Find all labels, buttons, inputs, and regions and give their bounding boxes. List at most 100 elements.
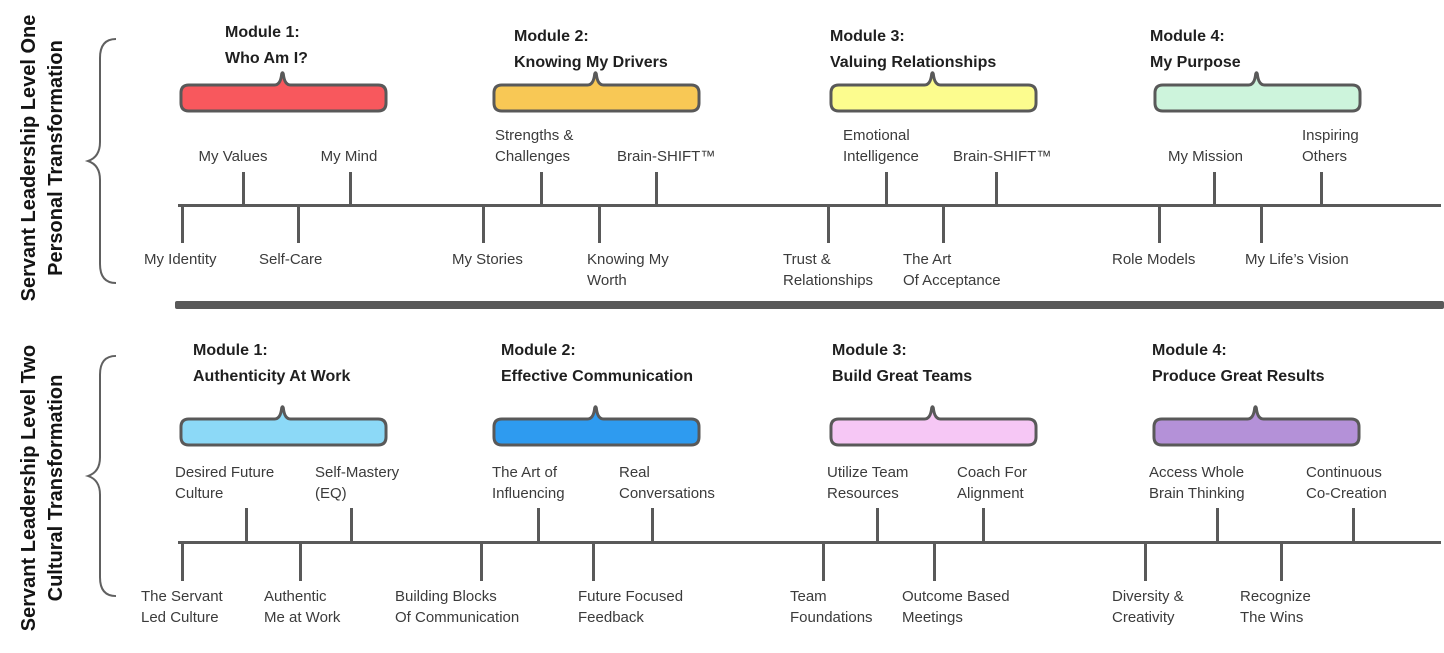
topic-label: The Art of Influencing — [492, 464, 565, 502]
tick-mark — [655, 172, 658, 205]
module-label: Module 4: — [1152, 342, 1227, 359]
module-bar-l1-m3 — [829, 71, 1038, 113]
tick-mark — [1352, 508, 1355, 542]
topic-label: Outcome Based Meetings — [902, 588, 1010, 626]
module-bar-shape — [179, 405, 388, 447]
tick-mark — [349, 172, 352, 205]
module-name: Build Great Teams — [832, 368, 973, 385]
tick-mark — [181, 544, 184, 581]
level-two-heading: Servant Leadership Level Two Cultural Tr… — [16, 328, 72, 648]
topic-label: Building Blocks Of Communication — [395, 588, 520, 626]
topic-label: My Stories — [452, 251, 523, 268]
tick-mark — [1144, 544, 1147, 581]
module-bar-l2-m4 — [1152, 405, 1361, 447]
module-bar-l1-m2 — [492, 71, 701, 113]
module-title-l1-m2: Module 2: Knowing My Drivers — [514, 24, 668, 76]
module-bar-shape — [179, 71, 388, 113]
topic-label: My Identity — [144, 251, 217, 268]
tick-mark — [876, 508, 879, 542]
module-bar-l2-m3 — [829, 405, 1038, 447]
tick-mark — [1158, 207, 1161, 243]
module-bar-l1-m4 — [1153, 71, 1362, 113]
tick-mark — [482, 207, 485, 243]
tick-mark — [299, 544, 302, 581]
module-name: Authenticity At Work — [193, 368, 351, 385]
topic-label: Desired Future Culture — [175, 464, 275, 502]
level-two-heading-line1: Servant Leadership Level Two — [18, 344, 40, 632]
level-two-heading-line2: Cultural Transformation — [45, 374, 67, 602]
module-name: Knowing My Drivers — [514, 54, 668, 71]
tick-mark — [933, 544, 936, 581]
module-name: Valuing Relationships — [830, 54, 997, 71]
tick-mark — [982, 508, 985, 542]
tick-mark — [1213, 172, 1216, 205]
timeline-line — [178, 541, 1441, 544]
module-title-l1-m1: Module 1: Who Am I? — [225, 20, 308, 72]
curly-brace-icon — [84, 38, 117, 284]
level-one-heading-line2: Personal Transformation — [45, 40, 67, 276]
module-bar-shape — [492, 405, 701, 447]
topic-label: Self-Mastery (EQ) — [315, 464, 400, 502]
topic-label: Trust & Relationships — [783, 251, 874, 289]
topic-label: Recognize The Wins — [1240, 588, 1311, 626]
module-label: Module 3: — [830, 28, 905, 45]
module-bar-l2-m2 — [492, 405, 701, 447]
tick-mark — [537, 508, 540, 542]
module-label: Module 1: — [225, 24, 300, 41]
module-title-l1-m4: Module 4: My Purpose — [1150, 24, 1241, 76]
tick-mark — [181, 207, 184, 243]
module-title-l2-m3: Module 3: Build Great Teams — [832, 338, 972, 390]
topic-label: Coach For Alignment — [957, 464, 1028, 502]
timeline-line — [178, 204, 1441, 207]
module-title-l2-m4: Module 4: Produce Great Results — [1152, 338, 1325, 390]
module-bar-shape — [829, 71, 1038, 113]
tick-mark — [995, 172, 998, 205]
module-name: My Purpose — [1150, 54, 1241, 71]
topic-label: My Values — [198, 148, 268, 165]
module-name: Effective Communication — [501, 368, 694, 385]
topic-label: My Mind — [320, 148, 378, 165]
module-bar-l2-m1 — [179, 405, 388, 447]
level-one-heading-line1: Servant Leadership Level One — [18, 14, 40, 302]
topic-label: My Life’s Vision — [1245, 251, 1349, 268]
module-label: Module 3: — [832, 342, 907, 359]
tick-mark — [480, 544, 483, 581]
tick-mark — [242, 172, 245, 205]
section-divider — [175, 301, 1444, 309]
module-bar-shape — [829, 405, 1038, 447]
module-title-l1-m3: Module 3: Valuing Relationships — [830, 24, 996, 76]
topic-label: Self-Care — [259, 251, 323, 268]
topic-label: Team Foundations — [790, 588, 873, 626]
module-label: Module 4: — [1150, 28, 1225, 45]
module-title-l2-m2: Module 2: Effective Communication — [501, 338, 693, 390]
module-label: Module 2: — [501, 342, 576, 359]
tick-mark — [350, 508, 353, 542]
topic-label: My Mission — [1168, 148, 1244, 165]
module-bar-l1-m1 — [179, 71, 388, 113]
topic-label: Brain-SHIFT™ — [617, 148, 716, 165]
topic-label: Access Whole Brain Thinking — [1149, 464, 1245, 502]
tick-mark — [598, 207, 601, 243]
curly-brace-icon — [84, 354, 117, 598]
tick-mark — [1216, 508, 1219, 542]
tick-mark — [1280, 544, 1283, 581]
module-name: Produce Great Results — [1152, 368, 1325, 385]
tick-mark — [297, 207, 300, 243]
tick-mark — [1260, 207, 1263, 243]
topic-label: Strengths & Challenges — [495, 127, 574, 165]
topic-label: Knowing My Worth — [587, 251, 669, 289]
topic-label: Inspiring Others — [1302, 127, 1359, 165]
module-title-l2-m1: Module 1: Authenticity At Work — [193, 338, 350, 390]
tick-mark — [651, 508, 654, 542]
tick-mark — [827, 207, 830, 243]
topic-label: Role Models — [1112, 251, 1196, 268]
level-one-heading: Servant Leadership Level One Personal Tr… — [16, 0, 72, 318]
tick-mark — [245, 508, 248, 542]
module-label: Module 2: — [514, 28, 589, 45]
module-bar-shape — [492, 71, 701, 113]
topic-label: Utilize Team Resources — [827, 464, 909, 502]
topic-label: The Art Of Acceptance — [903, 251, 1001, 289]
tick-mark — [540, 172, 543, 205]
tick-mark — [592, 544, 595, 581]
